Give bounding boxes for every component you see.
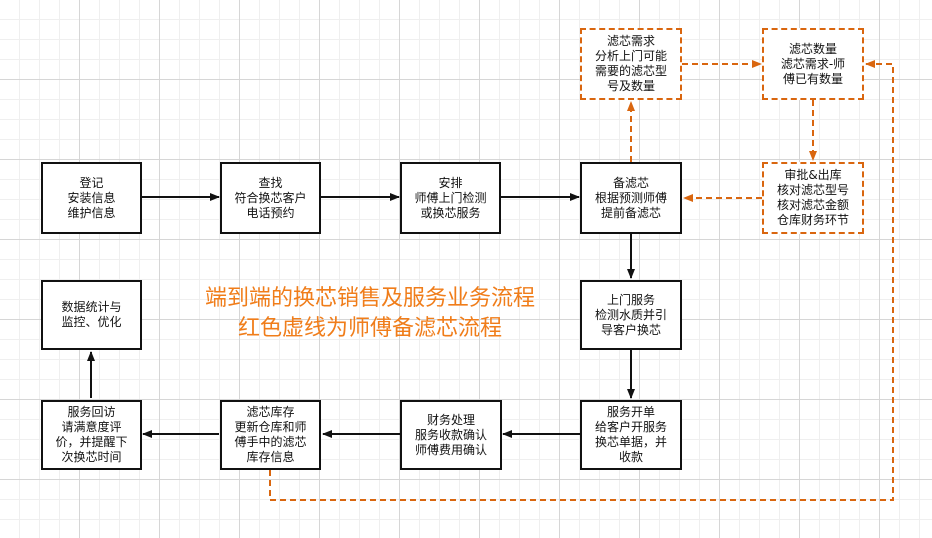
node-demand-label: 滤芯需求 分析上门可能 需要的滤芯型 号及数量 [594,34,667,93]
node-register: 登记 安装信息 维护信息 [41,162,142,234]
edge-inventory-quantity [269,60,894,501]
node-find-label: 查找 符合换芯客户 电话预约 [234,175,307,220]
node-followup-label: 服务回访 请满意度评 价，并提醒下 次换芯时间 [55,405,128,464]
node-stats: 数据统计与 监控、优化 [41,280,142,350]
node-demand: 滤芯需求 分析上门可能 需要的滤芯型 号及数量 [580,28,682,100]
node-inventory: 滤芯库存 更新仓库和师 傅手中的滤芯 库存信息 [220,400,321,470]
node-inventory-label: 滤芯库存 更新仓库和师 傅手中的滤芯 库存信息 [234,405,307,464]
node-register-label: 登记 安装信息 维护信息 [67,175,116,220]
node-finance-label: 财务处理 服务收款确认 师傅费用确认 [414,412,487,457]
node-stats-label: 数据统计与 监控、优化 [61,300,122,329]
node-quantity: 滤芯数量 滤芯需求-师 傅已有数量 [762,28,864,100]
node-finance: 财务处理 服务收款确认 师傅费用确认 [400,400,502,470]
node-invoice-label: 服务开单 给客户开服务 换芯单据，并 收款 [594,405,667,464]
node-find: 查找 符合换芯客户 电话预约 [220,162,321,234]
node-prepare: 备滤芯 根据预测师傅 提前备滤芯 [580,162,682,234]
node-visit-label: 上门服务 检测水质并引 导客户换芯 [594,292,667,337]
node-arrange-label: 安排 师傅上门检测 或换芯服务 [414,175,487,220]
node-visit: 上门服务 检测水质并引 导客户换芯 [580,280,682,350]
node-prepare-label: 备滤芯 根据预测师傅 提前备滤芯 [594,175,667,220]
node-approve: 审批&出库 核对滤芯型号 核对滤芯金额 仓库财务环节 [762,162,864,234]
diagram-title: 端到端的换芯销售及服务业务流程 红色虚线为师傅备滤芯流程 [204,286,535,341]
node-followup: 服务回访 请满意度评 价，并提醒下 次换芯时间 [41,400,142,470]
node-quantity-label: 滤芯数量 滤芯需求-师 傅已有数量 [780,41,846,86]
node-invoice: 服务开单 给客户开服务 换芯单据，并 收款 [580,400,682,470]
node-approve-label: 审批&出库 核对滤芯型号 核对滤芯金额 仓库财务环节 [776,168,849,227]
node-arrange: 安排 师傅上门检测 或换芯服务 [400,162,501,234]
